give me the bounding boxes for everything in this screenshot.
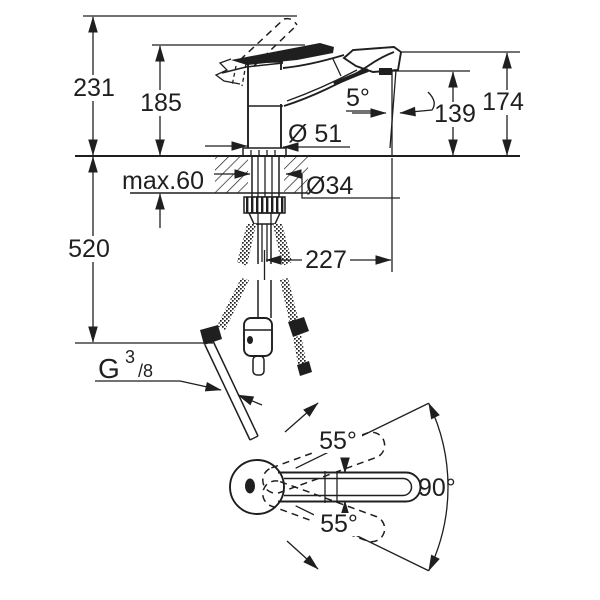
dim-139-label: 139	[434, 100, 476, 128]
dim-max60-label: max.60	[122, 167, 204, 195]
supply-hoses	[200, 224, 312, 376]
dimension-55-up: 55°	[284, 402, 362, 474]
dim-231-label: 231	[73, 74, 115, 102]
counter-hatch-left	[215, 157, 248, 193]
dim-g38-denominator: /8	[138, 361, 153, 381]
pullout-spray-head	[333, 46, 403, 86]
dim-dia51-label: Ø 51	[288, 120, 342, 148]
dimension-max60: max.60	[122, 167, 204, 228]
dim-55down-label: 55°	[320, 510, 358, 538]
dimension-227: 227	[265, 158, 393, 274]
dim-g38-base: G	[98, 353, 120, 384]
spout	[282, 51, 395, 107]
dim-185-label: 185	[140, 89, 182, 117]
dim-g38-numerator: 3	[125, 347, 135, 367]
hose-end-right	[297, 361, 312, 376]
dimension-55-down: 55°	[286, 500, 362, 570]
dim-227-label: 227	[305, 246, 347, 274]
dim-55up-label: 55°	[319, 427, 357, 455]
connection-pipe	[204, 340, 259, 441]
lever-top-view	[229, 459, 422, 515]
swing-limit-line-up	[295, 402, 429, 469]
dimension-5deg: 5°	[346, 69, 435, 156]
hose-weight	[243, 317, 273, 376]
mounting-nut	[243, 196, 286, 225]
dimension-90: 90°	[418, 402, 456, 572]
dim-dia34-label: Ø34	[306, 172, 353, 200]
dim-174-label: 174	[482, 88, 524, 116]
below-deck-assembly	[200, 156, 312, 441]
base-flange	[242, 147, 287, 157]
dimension-dia34: Ø34	[214, 169, 400, 200]
dimension-231: 231	[70, 15, 297, 156]
dim-520-label: 520	[68, 235, 110, 263]
dim-90-label: 90°	[418, 474, 456, 502]
dimension-520: 520	[65, 156, 213, 344]
pullout-hose	[257, 224, 272, 318]
dim-5deg-label: 5°	[346, 84, 370, 112]
counter-hatch-right	[284, 157, 308, 193]
spray-outlet	[379, 68, 392, 75]
dimension-g38: G 3 /8	[95, 347, 263, 406]
dimension-dia51: Ø 51	[205, 120, 350, 152]
pivot-dot	[245, 478, 255, 494]
main-side-view: 231 185 520 max.60 Ø 51 Ø34	[65, 15, 529, 441]
dimension-185: 185	[137, 44, 305, 156]
hose-fitting-left	[200, 325, 222, 345]
lever-handle	[214, 43, 334, 87]
dimension-139: 139	[391, 70, 478, 156]
pivot-circle	[229, 459, 285, 515]
threaded-shank	[251, 156, 280, 198]
dimension-174: 174	[400, 51, 529, 156]
handle-rotation-view: 55° 55° 90°	[229, 402, 456, 572]
faucet-body	[214, 17, 403, 157]
hose-fitting-right	[288, 317, 309, 337]
